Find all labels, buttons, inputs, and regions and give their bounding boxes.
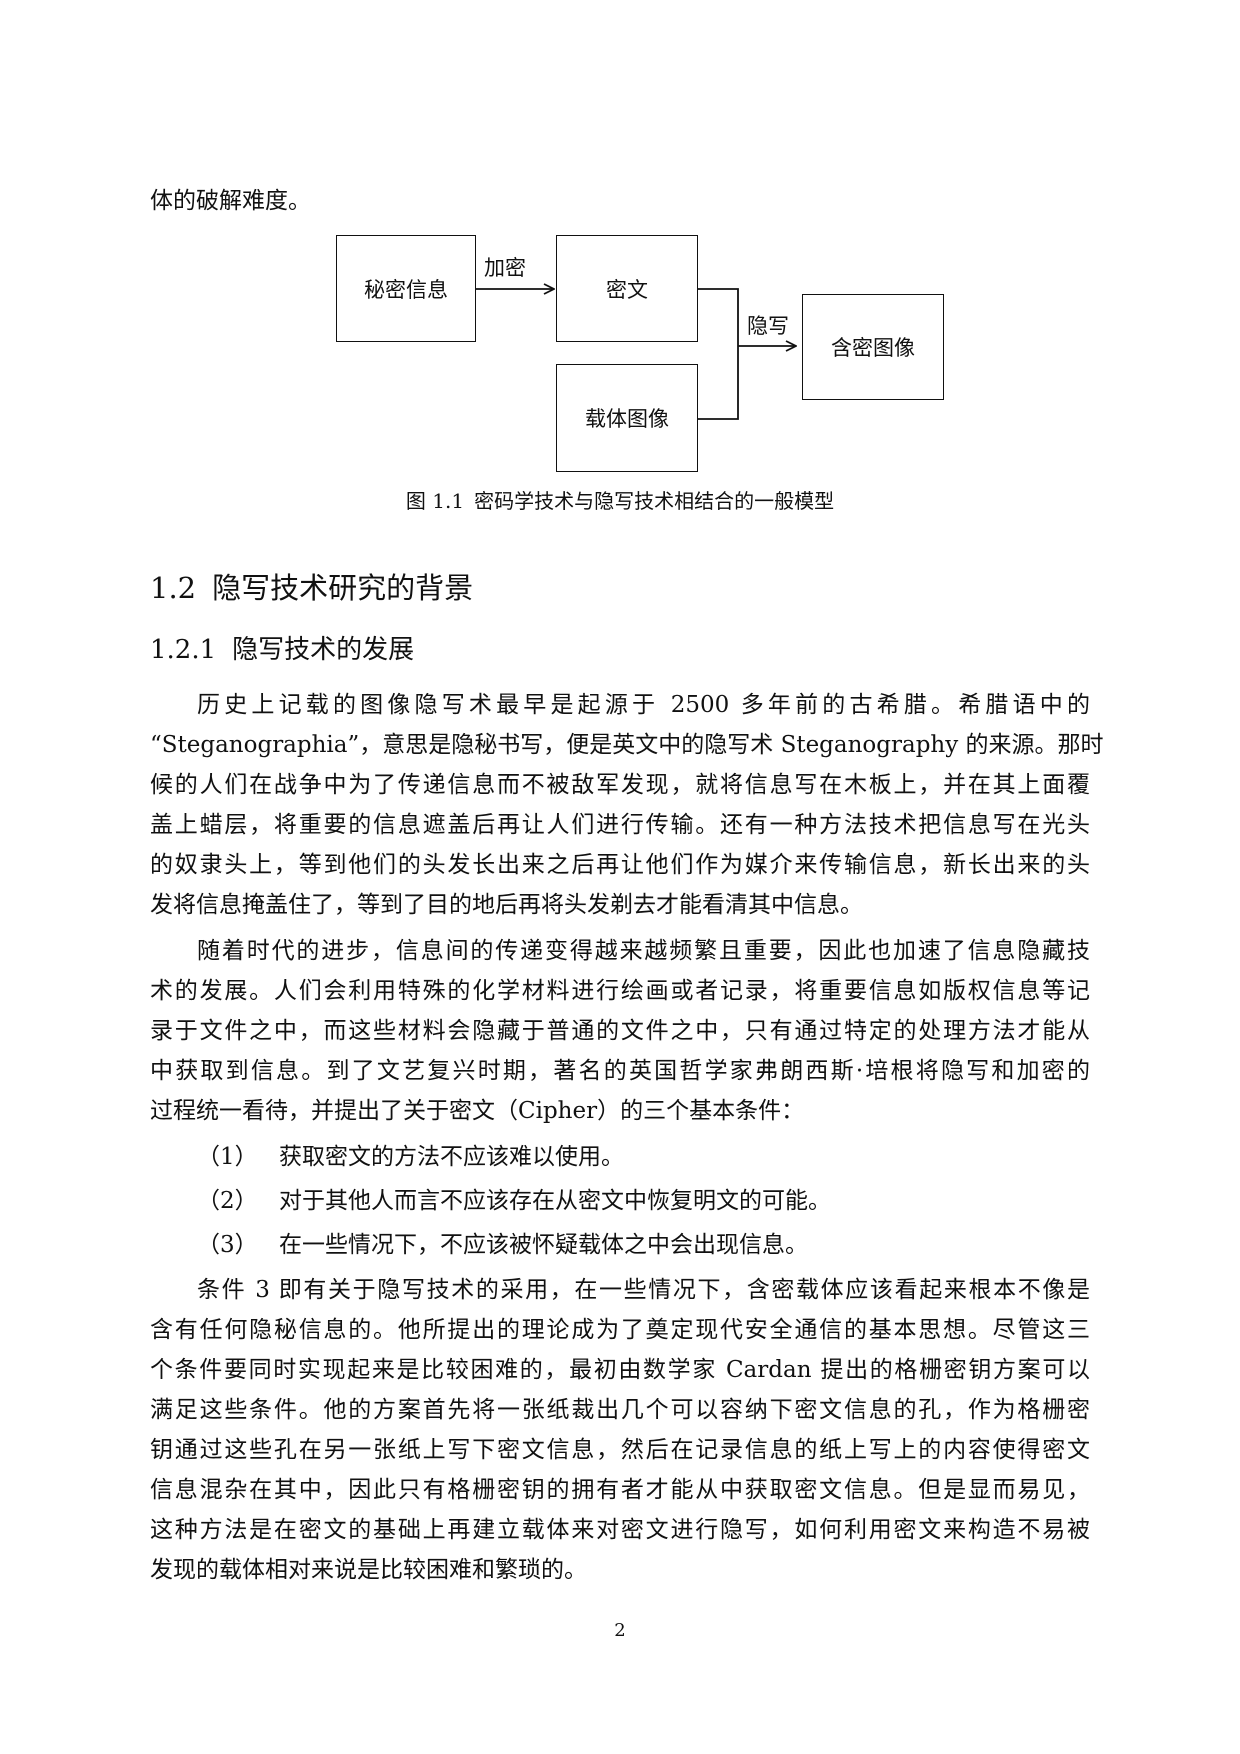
figure-caption-number: 图 1.1 [405,489,465,513]
paragraph-line: 录于文件之中，而这些材料会隐藏于普通的文件之中，只有通过特定的处理方法才能从 [150,1018,1090,1044]
stego-image-label: 含密图像 [831,336,915,360]
list-marker: （1） [197,1144,258,1170]
paragraph-line: 随着时代的进步，信息间的传递变得越来越频繁且重要，因此也加速了信息隐藏技 [197,938,1090,964]
paragraph-line: 钥通过这些孔在另一张纸上写下密文信息，然后在记录信息的纸上写上的内容使得密文 [150,1437,1090,1463]
section-number: 1.2 [150,571,197,605]
paragraph-line: 满足这些条件。他的方案首先将一张纸裁出几个可以容纳下密文信息的孔，作为格栅密 [150,1397,1090,1423]
list-item: （1） 获取密文的方法不应该难以使用。 [197,1142,624,1172]
cover-image-label: 载体图像 [585,407,669,431]
ciphertext-label: 密文 [606,277,648,302]
encrypt-label: 加密 [484,256,526,280]
paragraph-line: 的奴隶头上，等到他们的头发长出来之后再让他们作为媒介来传输信息，新长出来的头 [150,852,1090,878]
section-title: 隐写技术研究的背景 [212,571,474,605]
subsection-number: 1.2.1 [150,635,217,665]
paragraph-line: 过程统一看待，并提出了关于密文（Cipher）的三个基本条件： [150,1098,805,1124]
section-heading: 1.2 隐写技术研究的背景 [150,570,473,606]
paragraph-line: 中获取到信息。到了文艺复兴时期，著名的英国哲学家弗朗西斯·培根将隐写和加密的 [150,1058,1090,1084]
ciphertext-box: 密文 [556,235,698,342]
paragraph-line: 条件 3 即有关于隐写技术的采用，在一些情况下，含密载体应该看起来根本不像是 [197,1277,1090,1303]
page-number: 2 [614,1620,626,1641]
list-text: 对于其他人而言不应该存在从密文中恢复明文的可能。 [279,1188,831,1214]
figure-diagram: 秘密信息 加密 密文 载体图像 隐写 含密图像 [330,230,950,480]
list-text: 获取密文的方法不应该难以使用。 [279,1144,624,1170]
subsection-title: 隐写技术的发展 [232,635,415,665]
cover-image-box: 载体图像 [556,364,698,472]
cover-connector [696,346,739,420]
paragraph-line: 历史上记载的图像隐写术最早是起源于 2500 多年前的古希腊。希腊语中的 [197,692,1090,718]
secret-info-label: 秘密信息 [364,277,448,302]
subsection-heading: 1.2.1 隐写技术的发展 [150,634,414,666]
paragraph-line: 含有任何隐秘信息的。他所提出的理论成为了奠定现代安全通信的基本思想。尽管这三 [150,1317,1090,1343]
figure-caption-text: 密码学技术与隐写技术相结合的一般模型 [474,489,835,513]
paragraph-line: 盖上蜡层，将重要的信息遮盖后再让人们进行传输。还有一种方法技术把信息写在光头 [150,812,1090,838]
secret-info-box: 秘密信息 [336,235,476,342]
paragraph-line: 术的发展。人们会利用特殊的化学材料进行绘画或者记录，将重要信息如版权信息等记 [150,978,1090,1004]
paragraph-line: 发将信息掩盖住了，等到了目的地后再将头发剃去才能看清其中信息。 [150,892,863,918]
paragraph-line: 信息混杂在其中，因此只有格栅密钥的拥有者才能从中获取密文信息。但是显而易见， [150,1477,1090,1503]
intro-line: 体的破解难度。 [150,188,311,214]
paragraph-line: 个条件要同时实现起来是比较困难的，最初由数学家 Cardan 提出的格栅密钥方案… [150,1357,1090,1383]
figure-connectors [476,230,950,420]
list-marker: （2） [197,1188,258,1214]
paragraph-line: 这种方法是在密文的基础上再建立载体来对密文进行隐写，如何利用密文来构造不易被 [150,1517,1090,1543]
list-text: 在一些情况下，不应该被怀疑载体之中会出现信息。 [279,1232,808,1258]
paragraph-line: 候的人们在战争中为了传递信息而不被敌军发现，就将信息写在木板上，并在其上面覆 [150,772,1090,798]
hide-label: 隐写 [747,314,789,338]
stego-image-box: 含密图像 [802,294,944,400]
list-marker: （3） [197,1232,258,1258]
figure-caption: 图 1.1 密码学技术与隐写技术相结合的一般模型 [0,488,1240,514]
ciphertext-connector [696,288,739,346]
paragraph-line: 发现的载体相对来说是比较困难和繁琐的。 [150,1557,587,1583]
list-item: （2） 对于其他人而言不应该存在从密文中恢复明文的可能。 [197,1186,831,1216]
list-item: （3） 在一些情况下，不应该被怀疑载体之中会出现信息。 [197,1230,808,1260]
paragraph-line: “Steganographia”，意思是隐秘书写，便是英文中的隐写术 Stega… [150,732,1104,758]
